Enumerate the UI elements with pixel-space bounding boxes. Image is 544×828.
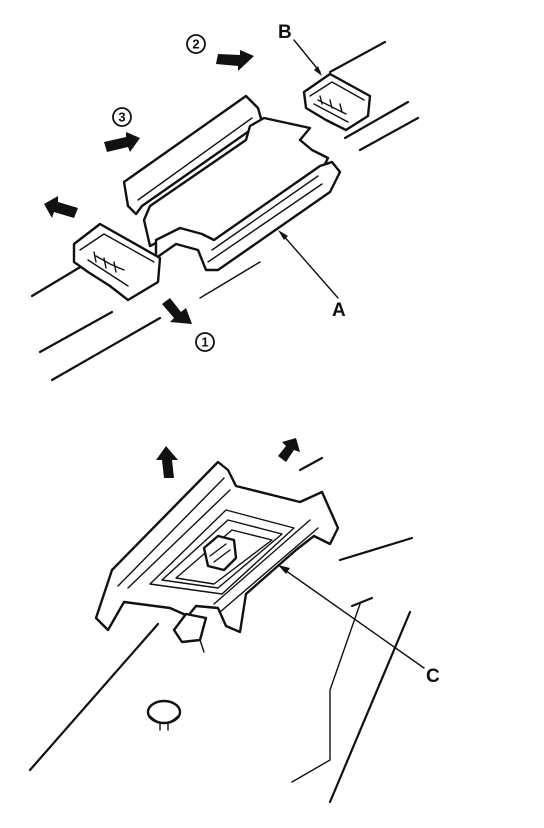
top-figure: 1 2 3 B A bbox=[30, 22, 420, 382]
arrow-step1-icon bbox=[162, 298, 192, 324]
top-rail bbox=[30, 40, 420, 382]
bottom-figure: C bbox=[28, 438, 440, 804]
retaining-clip-c bbox=[94, 460, 340, 653]
step-1-label: 1 bbox=[201, 335, 208, 350]
callout-b: B bbox=[278, 22, 292, 43]
step-3-label: 3 bbox=[118, 110, 125, 125]
end-clip-left bbox=[72, 222, 162, 302]
arrow-up-right-icon bbox=[278, 438, 300, 462]
end-clip-b bbox=[302, 72, 372, 132]
step-2-label: 2 bbox=[192, 37, 199, 52]
rivet-pin bbox=[146, 699, 182, 731]
callout-c: C bbox=[426, 666, 440, 687]
leader-line-b bbox=[293, 39, 321, 73]
arrow-left-up-icon bbox=[44, 196, 78, 218]
step-badge-2: 2 bbox=[186, 34, 206, 54]
leader-line-c bbox=[281, 567, 425, 669]
arrow-step2-icon bbox=[216, 50, 254, 71]
blade-insert-a bbox=[122, 94, 342, 272]
bottom-rail bbox=[28, 456, 414, 804]
step-badge-3: 3 bbox=[112, 107, 132, 127]
arrow-step3-icon bbox=[104, 132, 140, 152]
arrow-up-left-icon bbox=[156, 446, 178, 478]
callout-a: A bbox=[332, 300, 346, 321]
step-badge-1: 1 bbox=[195, 332, 215, 352]
leader-line-a bbox=[281, 233, 339, 299]
